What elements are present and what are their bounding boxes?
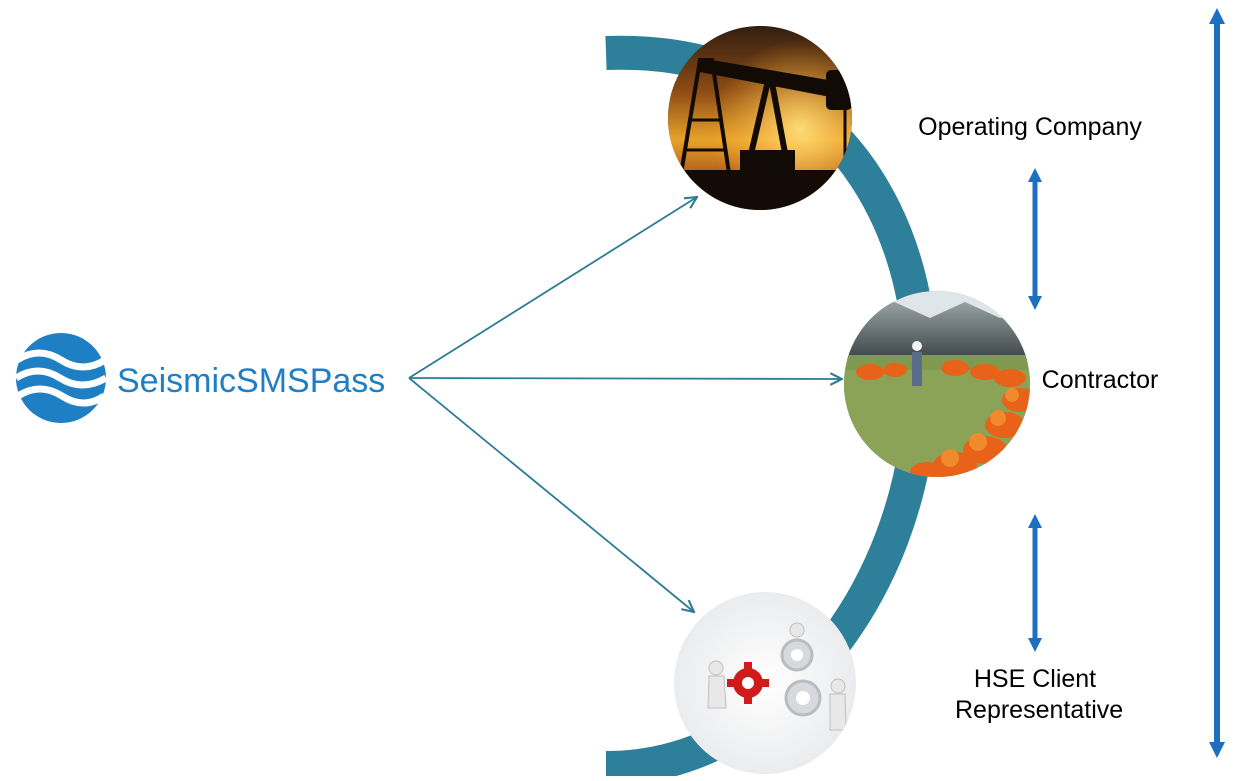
label-contractor: Contractor (1041, 366, 1159, 394)
arrow-to-operating (408, 197, 697, 379)
waves-logo-icon (14, 333, 108, 423)
brand-name: SeismicSMSPass (117, 362, 386, 400)
label-hse-line-2: Representative (955, 696, 1124, 725)
arrow-to-hse (408, 377, 694, 612)
arrow-to-contractor (408, 378, 842, 379)
double-arrow-operating-contractor (1028, 168, 1042, 310)
gear-icon (727, 662, 769, 704)
double-arrow-full-span (1209, 8, 1225, 758)
label-operating-company: Operating Company (918, 113, 1142, 141)
double-arrow-contractor-hse (1028, 514, 1042, 652)
label-hse-client-representative: HSE Client Representative (955, 664, 1124, 727)
field-crew-photo (844, 291, 1030, 477)
gears-teamwork-illustration (674, 592, 856, 774)
label-hse-line-1: HSE Client (973, 665, 1097, 693)
